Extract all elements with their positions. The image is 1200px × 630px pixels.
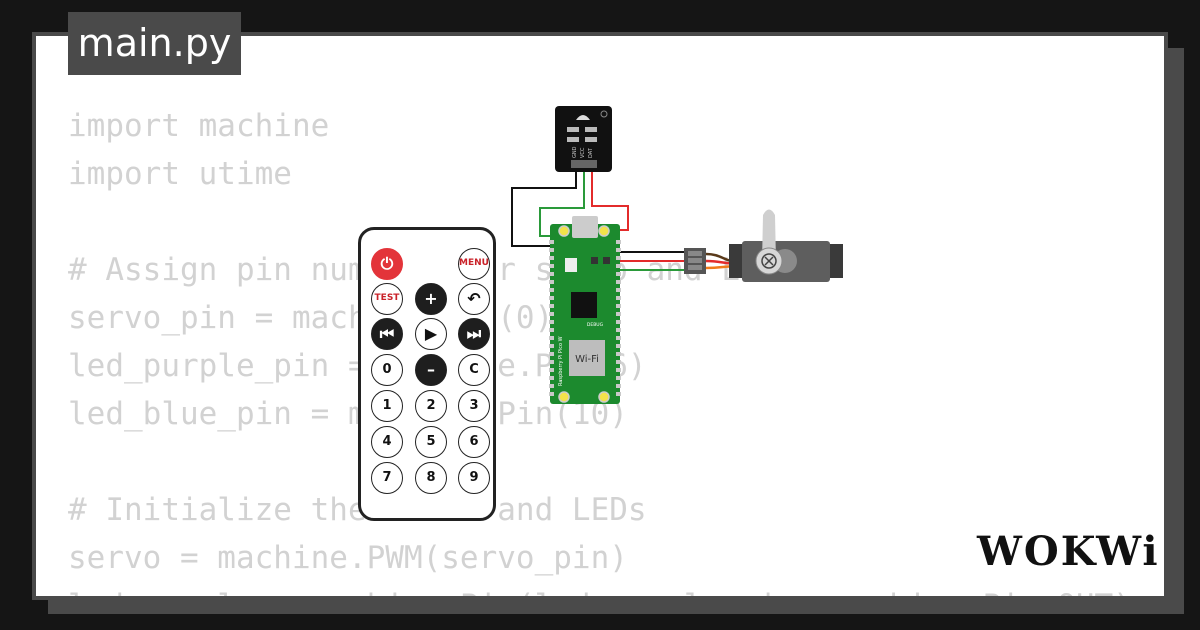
pico-pin [549, 352, 554, 356]
pico-pin [616, 304, 621, 308]
servo-motor [684, 209, 843, 282]
ir-receiver-board [555, 106, 612, 172]
pico-pin [616, 264, 621, 268]
servo-shaft [761, 253, 777, 269]
pico-pin [549, 336, 554, 340]
ir-sensor-dome [576, 115, 590, 120]
pico-pin [549, 344, 554, 348]
remote-button-4[interactable]: 4 [371, 426, 403, 458]
remote-button-test[interactable]: TEST [371, 283, 403, 315]
remote-button-1[interactable]: 1 [371, 390, 403, 422]
code-line: led_purple = machine.Pin(led_purple_pin,… [68, 582, 1132, 596]
pico-pin [616, 368, 621, 372]
pico-pin [549, 248, 554, 252]
code-line: # Initialize the servo and LEDs [68, 492, 647, 528]
wokwi-logo: WOKWi [977, 528, 1160, 575]
pico-pin [549, 392, 554, 396]
pico-pin [549, 256, 554, 260]
pico-pin [616, 280, 621, 284]
pico-pin [616, 336, 621, 340]
power-button[interactable]: ⏻ [371, 248, 403, 280]
wire-signal [539, 170, 585, 237]
pico-pin [549, 360, 554, 364]
pico-pin [616, 296, 621, 300]
wifi-label: Wi-Fi [575, 354, 599, 365]
pico-pin [616, 360, 621, 364]
remote-button-0[interactable]: 0 [371, 354, 403, 386]
ir-pin-label-gnd: GND [572, 146, 578, 158]
code-line: import utime [68, 156, 292, 192]
pico-pin [616, 344, 621, 348]
pico-pin [549, 240, 554, 244]
pico-pin [616, 240, 621, 244]
usb-connector [572, 216, 598, 238]
pico-pin [549, 328, 554, 332]
remote-button-6[interactable]: 6 [458, 426, 490, 458]
code-line: import machine [68, 108, 330, 144]
pico-pin [549, 288, 554, 292]
pico-pin [616, 392, 621, 396]
wire-gnd [511, 170, 577, 247]
pico-pin [616, 248, 621, 252]
pico-pins [549, 240, 621, 396]
pico-pin [549, 368, 554, 372]
pico-pin [549, 272, 554, 276]
pico-pin [616, 384, 621, 388]
pico-pin [549, 376, 554, 380]
code-line: servo = machine.PWM(servo_pin) [68, 540, 628, 576]
back-button[interactable]: ↶ [458, 283, 490, 315]
pico-pin [616, 320, 621, 324]
ir-pin-label-dat: DAT [588, 147, 594, 158]
minus-button[interactable]: – [415, 354, 447, 386]
remote-button-5[interactable]: 5 [415, 426, 447, 458]
remote-button-3[interactable]: 3 [458, 390, 490, 422]
play-button[interactable]: ▶ [415, 318, 447, 350]
pico-pin [616, 256, 621, 260]
rp2040-chip [571, 292, 597, 318]
remote-button-9[interactable]: 9 [458, 462, 490, 494]
pico-pin [616, 352, 621, 356]
pico-pin [549, 312, 554, 316]
remote-button-8[interactable]: 8 [415, 462, 447, 494]
plus-button[interactable]: + [415, 283, 447, 315]
pico-pin [616, 288, 621, 292]
wifi-module [569, 340, 605, 376]
debug-label: DEBUG [587, 322, 604, 328]
pico-pin [616, 328, 621, 332]
ir-pin-label-vcc: VCC [580, 147, 586, 158]
pico-pin [616, 272, 621, 276]
ir-header [571, 160, 597, 168]
pico-pin [549, 304, 554, 308]
pico-pin [616, 312, 621, 316]
remote-button-2[interactable]: 2 [415, 390, 447, 422]
next-button[interactable]: ⏭ [458, 318, 490, 350]
pico-pin [549, 384, 554, 388]
remote-button-menu[interactable]: MENU [458, 248, 490, 280]
remote-button-7[interactable]: 7 [371, 462, 403, 494]
pico-pin [616, 376, 621, 380]
ir-receiver-module: GND VCC DAT [555, 106, 612, 172]
board-label: Raspberry Pi Pico W [558, 336, 564, 386]
pico-pin [549, 280, 554, 284]
pico-pin [549, 264, 554, 268]
file-tab[interactable]: main.py [68, 12, 241, 75]
remote-button-c[interactable]: C [458, 354, 490, 386]
prev-button[interactable]: ⏮ [371, 318, 403, 350]
pico-pin [549, 296, 554, 300]
pico-pin [549, 320, 554, 324]
pico-w-board: Wi-Fi DEBUG Raspberry Pi Pico W [549, 216, 621, 404]
bootsel-button [565, 258, 577, 272]
